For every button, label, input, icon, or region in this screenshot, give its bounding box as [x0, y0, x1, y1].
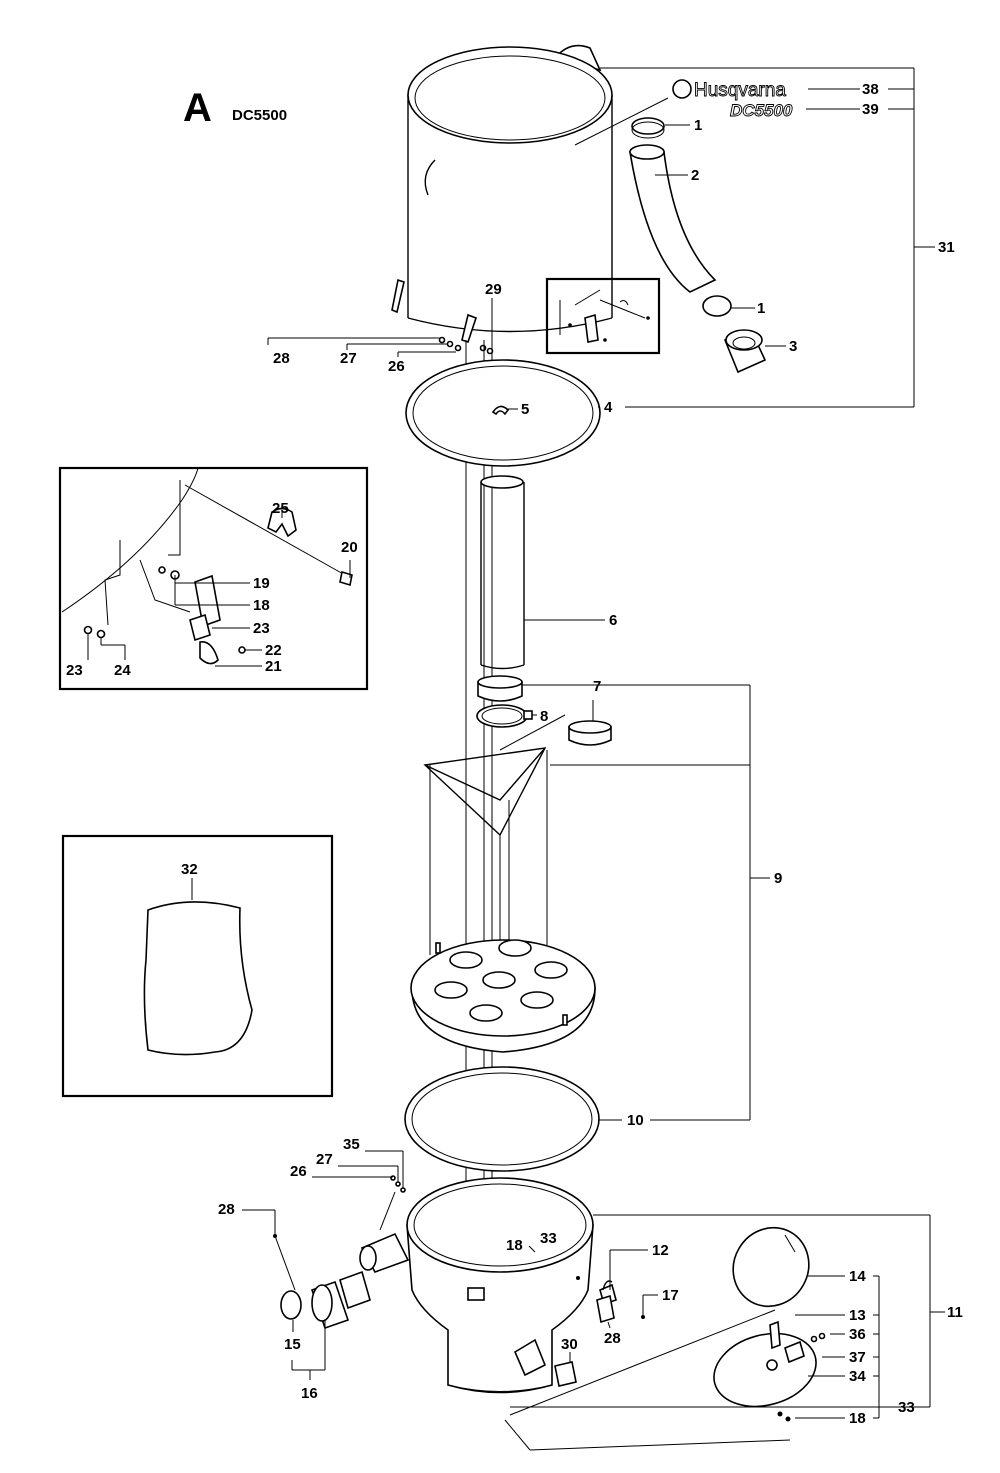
callout-30: 31: [938, 239, 955, 256]
callout-3: 3: [789, 338, 797, 355]
hose-assembly: [629, 117, 767, 374]
husqvarna-logo-icon: Husqvarna DC5500: [672, 79, 793, 120]
callout-4: 4: [604, 399, 613, 416]
ring-7-right: [568, 720, 612, 746]
section-letter: A: [183, 86, 212, 130]
callout-32: 33: [898, 1399, 915, 1416]
latch-12: [596, 1280, 617, 1324]
callout-6: 6: [609, 612, 617, 629]
callout-33-lid: 34: [849, 1368, 866, 1385]
callout-28-latch: 28: [604, 1330, 621, 1347]
hose-clamp-8: [476, 704, 533, 728]
callout-28-left: 28: [218, 1201, 235, 1218]
cyclone-base-plate: [410, 939, 596, 1053]
callout-31: 32: [181, 861, 198, 878]
inlet-assembly: [273, 1175, 410, 1330]
callout-23-left: 23: [66, 662, 83, 679]
model-title: DC5500: [232, 107, 287, 124]
callout-10: 10: [627, 1112, 644, 1129]
callout-14: 14: [849, 1268, 866, 1285]
latch-detail-large-parts: [61, 467, 353, 665]
callout-26-lower: 26: [290, 1163, 307, 1180]
callout-12: 12: [652, 1242, 669, 1259]
callout-5: 5: [521, 401, 529, 418]
callout-34: 35: [343, 1136, 360, 1153]
callout-19: 19: [253, 575, 270, 592]
callout-18-inset: 18: [253, 597, 270, 614]
callout-2: 2: [691, 167, 699, 184]
callout-38: 38: [862, 81, 879, 98]
callout-1-lower: 1: [757, 300, 765, 317]
callout-25: 25: [272, 500, 289, 517]
filter-bag: [143, 901, 253, 1056]
callout-17: 17: [662, 1287, 679, 1304]
callout-11: 11: [947, 1304, 963, 1321]
callout-23-right: 23: [253, 620, 270, 637]
callout-7: 7: [593, 678, 601, 695]
callout-22: 22: [265, 642, 282, 659]
callout-28-top: 28: [273, 350, 290, 367]
callout-27-top: 27: [340, 350, 357, 367]
callout-39: 39: [862, 101, 879, 118]
latch-detail-inset-large: [58, 466, 369, 691]
callout-18-lid: 18: [849, 1410, 866, 1427]
callout-36: 37: [849, 1349, 866, 1366]
callout-20: 20: [341, 539, 358, 556]
callout-13: 13: [849, 1307, 866, 1324]
callout-9: 9: [774, 870, 782, 887]
callout-29: 29: [485, 281, 502, 298]
callout-35: 36: [849, 1326, 866, 1343]
hopper-container: [406, 1177, 594, 1394]
callout-8: 8: [540, 708, 548, 725]
latch-detail-inset-small: [545, 277, 661, 355]
ring-7: [477, 675, 523, 702]
clip-5: [491, 405, 510, 416]
callout-26-top: 26: [388, 358, 405, 375]
callout-33-center: 33: [540, 1230, 557, 1247]
part-37: [554, 1361, 577, 1387]
filter-tube: [480, 475, 525, 670]
gasket-ring-lower: [404, 1066, 600, 1172]
callout-1-top: 1: [694, 117, 702, 134]
latch-detail-small-parts: [559, 289, 650, 343]
callout-16: 16: [301, 1385, 318, 1402]
drum-container: [391, 44, 613, 344]
callout-37: 30: [561, 1336, 578, 1353]
filter-bag-inset: [61, 834, 334, 1098]
leader-lines: [87, 67, 945, 1419]
model-decal: DC5500: [730, 101, 793, 120]
lid-assembly: [504, 1226, 826, 1451]
callout-21: 21: [265, 658, 282, 675]
callout-24: 24: [114, 662, 131, 679]
callout-15: 15: [284, 1336, 301, 1353]
callout-18-center: 18: [506, 1237, 523, 1254]
brand-name-decal: Husqvarna: [694, 80, 786, 101]
callout-27-lower: 27: [316, 1151, 333, 1168]
